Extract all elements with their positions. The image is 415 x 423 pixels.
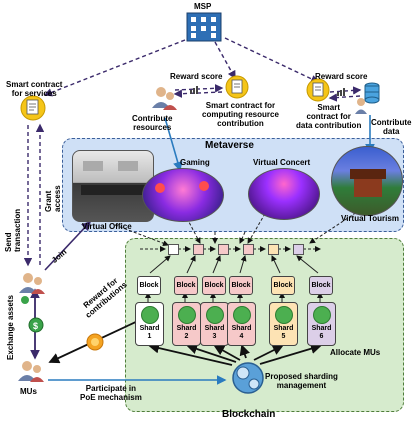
shard-number: 1 bbox=[147, 333, 152, 340]
gear-icon bbox=[178, 306, 196, 324]
coin-icon: $ bbox=[21, 296, 44, 333]
msp-label: MSP bbox=[194, 2, 212, 11]
smart-contract-services-icon bbox=[20, 95, 46, 121]
svg-text:$: $ bbox=[33, 321, 38, 331]
contribute-resources-label: Contribute resources bbox=[132, 114, 173, 132]
chain-block bbox=[168, 244, 179, 255]
chain-block bbox=[268, 244, 279, 255]
virtual-office-image bbox=[72, 150, 154, 222]
shard-number: 4 bbox=[239, 333, 244, 340]
users-mus-icon bbox=[18, 361, 44, 382]
smart-contract-computing-icon bbox=[225, 75, 249, 99]
gear-icon bbox=[233, 306, 251, 324]
block-5: Block bbox=[271, 276, 295, 295]
chain-block bbox=[243, 244, 254, 255]
shard-label: Shard bbox=[273, 325, 294, 332]
chain-block bbox=[193, 244, 204, 255]
grant-access-label: Grant access bbox=[44, 185, 62, 212]
contribute-data-label: Contribute data bbox=[371, 118, 412, 136]
shard-label: Shard bbox=[231, 325, 252, 332]
virtual-office-label: Virtual Office bbox=[82, 222, 132, 231]
exchange-assets-label: Exchange assets bbox=[6, 295, 15, 360]
msp-to-services-arrow bbox=[43, 39, 186, 97]
chain-block bbox=[293, 244, 304, 255]
shard-number: 6 bbox=[319, 333, 324, 340]
server-icon bbox=[355, 82, 380, 114]
virtual-tourism-label: Virtual Tourism bbox=[341, 214, 399, 223]
shard-number: 2 bbox=[184, 333, 189, 340]
block-3: Block bbox=[202, 276, 226, 295]
blockchain-title: Blockchain bbox=[222, 409, 276, 420]
metaverse-title: Metaverse bbox=[205, 140, 254, 151]
shard-label: Shard bbox=[311, 325, 332, 332]
smart-contract-data-icon bbox=[306, 78, 330, 102]
send-transaction-label: Send transaction bbox=[4, 208, 22, 252]
mus-label: MUs bbox=[20, 387, 37, 396]
users-join-icon bbox=[19, 273, 45, 294]
shard-label: Shard bbox=[176, 325, 197, 332]
gear-icon bbox=[206, 306, 224, 324]
virtual-tourism-image bbox=[331, 146, 403, 216]
virtual-concert-label: Virtual Concert bbox=[253, 158, 311, 167]
shard-label: Shard bbox=[204, 325, 225, 332]
smart-contract-services-label: Smart contract for services bbox=[6, 80, 63, 98]
shard-number: 5 bbox=[281, 333, 286, 340]
chain-block bbox=[218, 244, 229, 255]
shard-5: Shard 5 bbox=[269, 302, 298, 346]
block-1: Block bbox=[137, 276, 161, 295]
gear-icon bbox=[141, 306, 159, 324]
users-resources-icon bbox=[152, 87, 177, 110]
allocate-mus-label: Allocate MUs bbox=[330, 348, 381, 357]
shard-2: Shard 2 bbox=[172, 302, 201, 346]
block-4: Block bbox=[229, 276, 253, 295]
shard-3: Shard 3 bbox=[200, 302, 229, 346]
blockchain-panel bbox=[125, 238, 404, 412]
building-icon bbox=[186, 12, 222, 42]
sc-data-label: Smart contract for data contribution bbox=[296, 103, 362, 130]
virtual-concert-image bbox=[248, 168, 320, 220]
sharding-gear-icon bbox=[232, 362, 264, 394]
shard-1: Shard 1 bbox=[135, 302, 164, 346]
gaming-image bbox=[142, 168, 224, 222]
shard-4: Shard 4 bbox=[227, 302, 256, 346]
reward-score-label-1: Reward score bbox=[170, 72, 223, 81]
gear-icon bbox=[275, 306, 293, 324]
proposed-sharding-label: Proposed sharding management bbox=[265, 372, 338, 390]
shard-6: Shard 6 bbox=[307, 302, 336, 346]
gaming-label: Gaming bbox=[180, 158, 210, 167]
reward-score-label-2: Reward score bbox=[315, 72, 368, 81]
block-6: Block bbox=[309, 276, 333, 295]
join-arrow bbox=[44, 220, 92, 271]
shard-number: 3 bbox=[212, 333, 217, 340]
reward-chart-icon bbox=[190, 86, 345, 96]
gear-icon bbox=[313, 306, 331, 324]
sc-computing-label: Smart contract for computing resource co… bbox=[202, 101, 279, 128]
reward-coin-icon bbox=[86, 333, 104, 351]
block-2: Block bbox=[174, 276, 198, 295]
msp-to-data-arrow bbox=[224, 37, 320, 83]
participate-poe-label: Participate in PoE mechanism bbox=[80, 384, 142, 402]
shard-label: Shard bbox=[139, 325, 160, 332]
